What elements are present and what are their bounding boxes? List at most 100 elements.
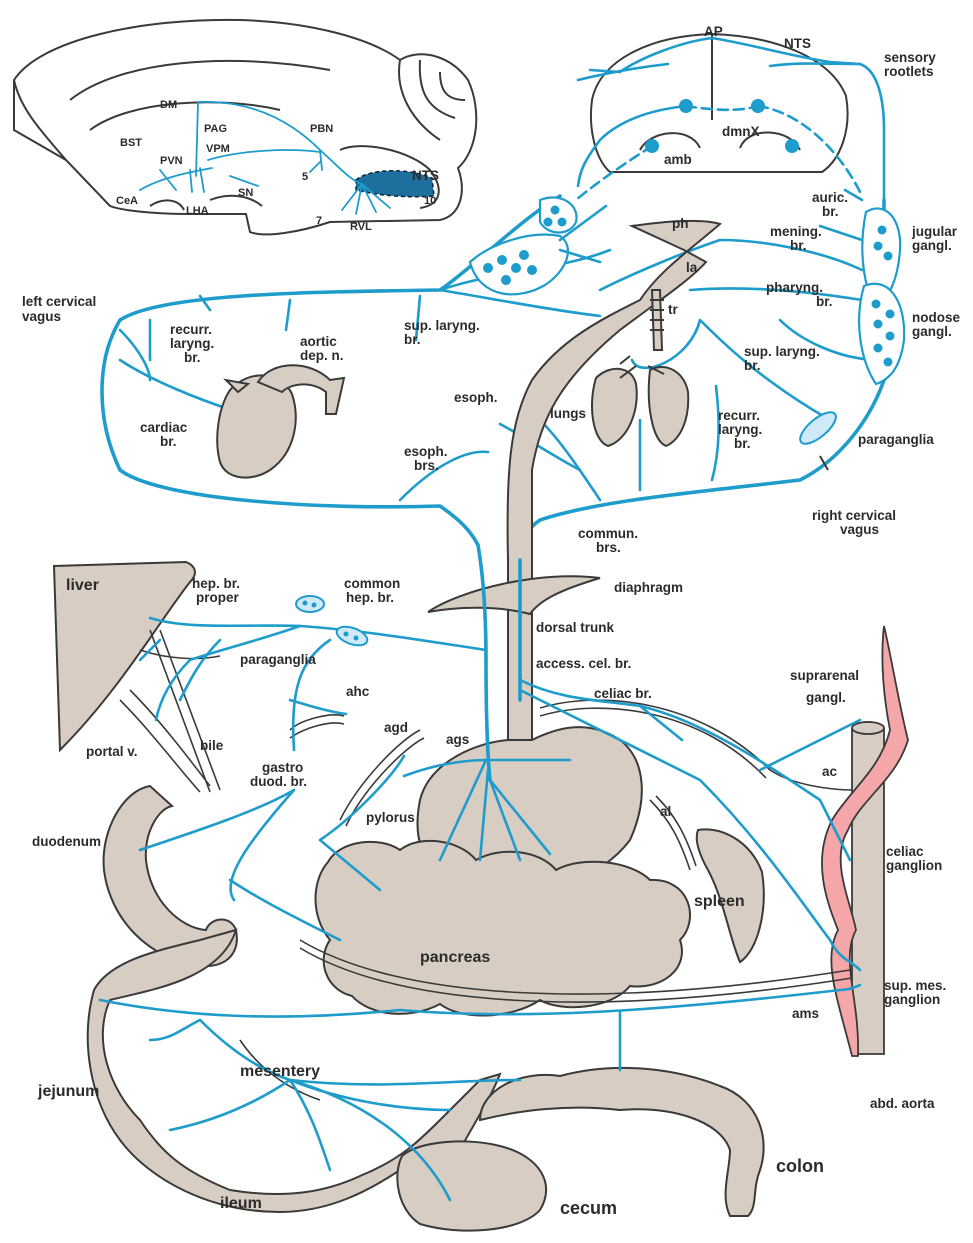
label-jugular-2: gangl. [912, 238, 952, 253]
label-sup-mes-2: ganglion [884, 992, 940, 1007]
label-access-cel: access. cel. br. [536, 656, 631, 671]
label-gastro-2: duod. br. [250, 774, 307, 789]
label-ahc: ahc [346, 684, 370, 699]
label-recurr-l-2: laryng. [170, 336, 214, 351]
label-pancreas: pancreas [420, 949, 490, 966]
label-sup-laryng-r-2: br. [744, 358, 761, 373]
label-left-vagus-1: left cervical [22, 294, 96, 309]
label-aortic-1: aortic [300, 334, 337, 349]
label-sup-laryng-l-1: sup. laryng. [404, 318, 480, 333]
label-dorsal-trunk: dorsal trunk [536, 620, 615, 635]
label-right-vagus-1: right cervical [812, 508, 896, 523]
label-sensory: sensory [884, 50, 936, 65]
label-rvl: RVL [350, 221, 372, 233]
label-left-vagus-2: vagus [22, 309, 61, 324]
label-jugular-1: jugular [911, 224, 958, 239]
label-pylorus: pylorus [366, 810, 415, 825]
label-recurr-l-3: br. [184, 350, 201, 365]
label-ileum: ileum [220, 1195, 262, 1212]
label-sup-mes-1: sup. mes. [884, 978, 946, 993]
label-amb: amb [664, 152, 692, 167]
label-cecum: cecum [560, 1198, 617, 1218]
label-cea: CeA [116, 195, 138, 207]
label-paraganglia-abd: paraganglia [240, 652, 316, 667]
label-spleen: spleen [694, 893, 745, 910]
label-right-vagus-2: vagus [840, 522, 879, 537]
label-auric-1: auric. [812, 190, 848, 205]
label-pvn: PVN [160, 155, 183, 167]
label-dmnx: dmnX [722, 124, 760, 139]
label-vpm: VPM [206, 143, 230, 155]
label-sn: SN [238, 187, 253, 199]
label-pharyng-1: pharyng. [766, 280, 823, 295]
label-portal: portal v. [86, 744, 138, 759]
abdominal-organs [54, 562, 908, 1231]
label-esoph-brs-2: brs. [414, 458, 439, 473]
label-celiac-gang-1: celiac [886, 844, 924, 859]
diaphragm [428, 576, 600, 614]
label-10: 10 [424, 195, 436, 207]
label-nts-brain: NTS [412, 168, 439, 183]
label-ac: ac [822, 764, 838, 779]
hepatic-paraganglia-1 [296, 596, 324, 612]
pancreas [316, 841, 691, 1016]
label-pharyng-2: br. [816, 294, 833, 309]
label-nodose-2: gangl. [912, 324, 952, 339]
label-liver: liver [66, 577, 99, 594]
label-paraganglia-thorax: paraganglia [858, 432, 934, 447]
label-common-hep-2: hep. br. [346, 590, 394, 605]
label-pag: PAG [204, 123, 227, 135]
label-5: 5 [302, 171, 308, 183]
label-duodenum: duodenum [32, 834, 101, 849]
label-suprarenal-2: gangl. [806, 690, 846, 705]
thoracic-organs [217, 221, 720, 763]
label-abd-aorta: abd. aorta [870, 1096, 935, 1111]
thoracic-vagus [102, 190, 904, 560]
label-recurr-r-1: recurr. [718, 408, 760, 423]
label-esoph: esoph. [454, 390, 498, 405]
label-sup-laryng-l-2: br. [404, 332, 421, 347]
hepatic-paraganglia-2 [334, 623, 370, 649]
label-sup-laryng-r-1: sup. laryng. [744, 344, 820, 359]
label-recurr-r-3: br. [734, 436, 751, 451]
label-nts: NTS [784, 36, 811, 51]
label-suprarenal-1: suprarenal [790, 668, 859, 683]
label-esoph-brs-1: esoph. [404, 444, 448, 459]
label-jejunum: jejunum [37, 1083, 99, 1100]
label-aortic-2: dep. n. [300, 348, 344, 363]
label-diaphragm: diaphragm [614, 580, 683, 595]
label-common-hep-1: common [344, 576, 400, 591]
label-recurr-l-1: recurr. [170, 322, 212, 337]
label-hep-proper-1: hep. br. [192, 576, 240, 591]
label-mesentery: mesentery [240, 1063, 320, 1080]
label-ags: ags [446, 732, 469, 747]
label-ams: ams [792, 1006, 819, 1021]
label-nodose-1: nodose [912, 310, 960, 325]
label-lungs: lungs [550, 406, 586, 421]
left-lung [592, 369, 637, 446]
label-colon: colon [776, 1156, 824, 1176]
label-celiac-gang-2: ganglion [886, 858, 942, 873]
label-al: al [660, 804, 671, 819]
label-7: 7 [316, 215, 322, 227]
label-hep-proper-2: proper [196, 590, 240, 605]
label-bile: bile [200, 738, 224, 753]
label-mening-2: br. [790, 238, 807, 253]
brainstem-section [576, 34, 884, 200]
label-pbn: PBN [310, 123, 333, 135]
label-mening-1: mening. [770, 224, 822, 239]
label-recurr-r-2: laryng. [718, 422, 762, 437]
label-commun-2: brs. [596, 540, 621, 555]
label-tr: tr [668, 302, 678, 317]
label-dm: DM [160, 99, 177, 111]
right-lung [649, 367, 688, 446]
label-la: la [686, 260, 698, 275]
label-rootlets: rootlets [884, 64, 934, 79]
label-celiac-br: celiac br. [594, 686, 652, 701]
label-auric-2: br. [822, 204, 839, 219]
label-gastro-1: gastro [262, 760, 303, 775]
label-ap: AP [704, 24, 723, 39]
label-ph: ph [672, 216, 689, 231]
label-commun-1: commun. [578, 526, 638, 541]
